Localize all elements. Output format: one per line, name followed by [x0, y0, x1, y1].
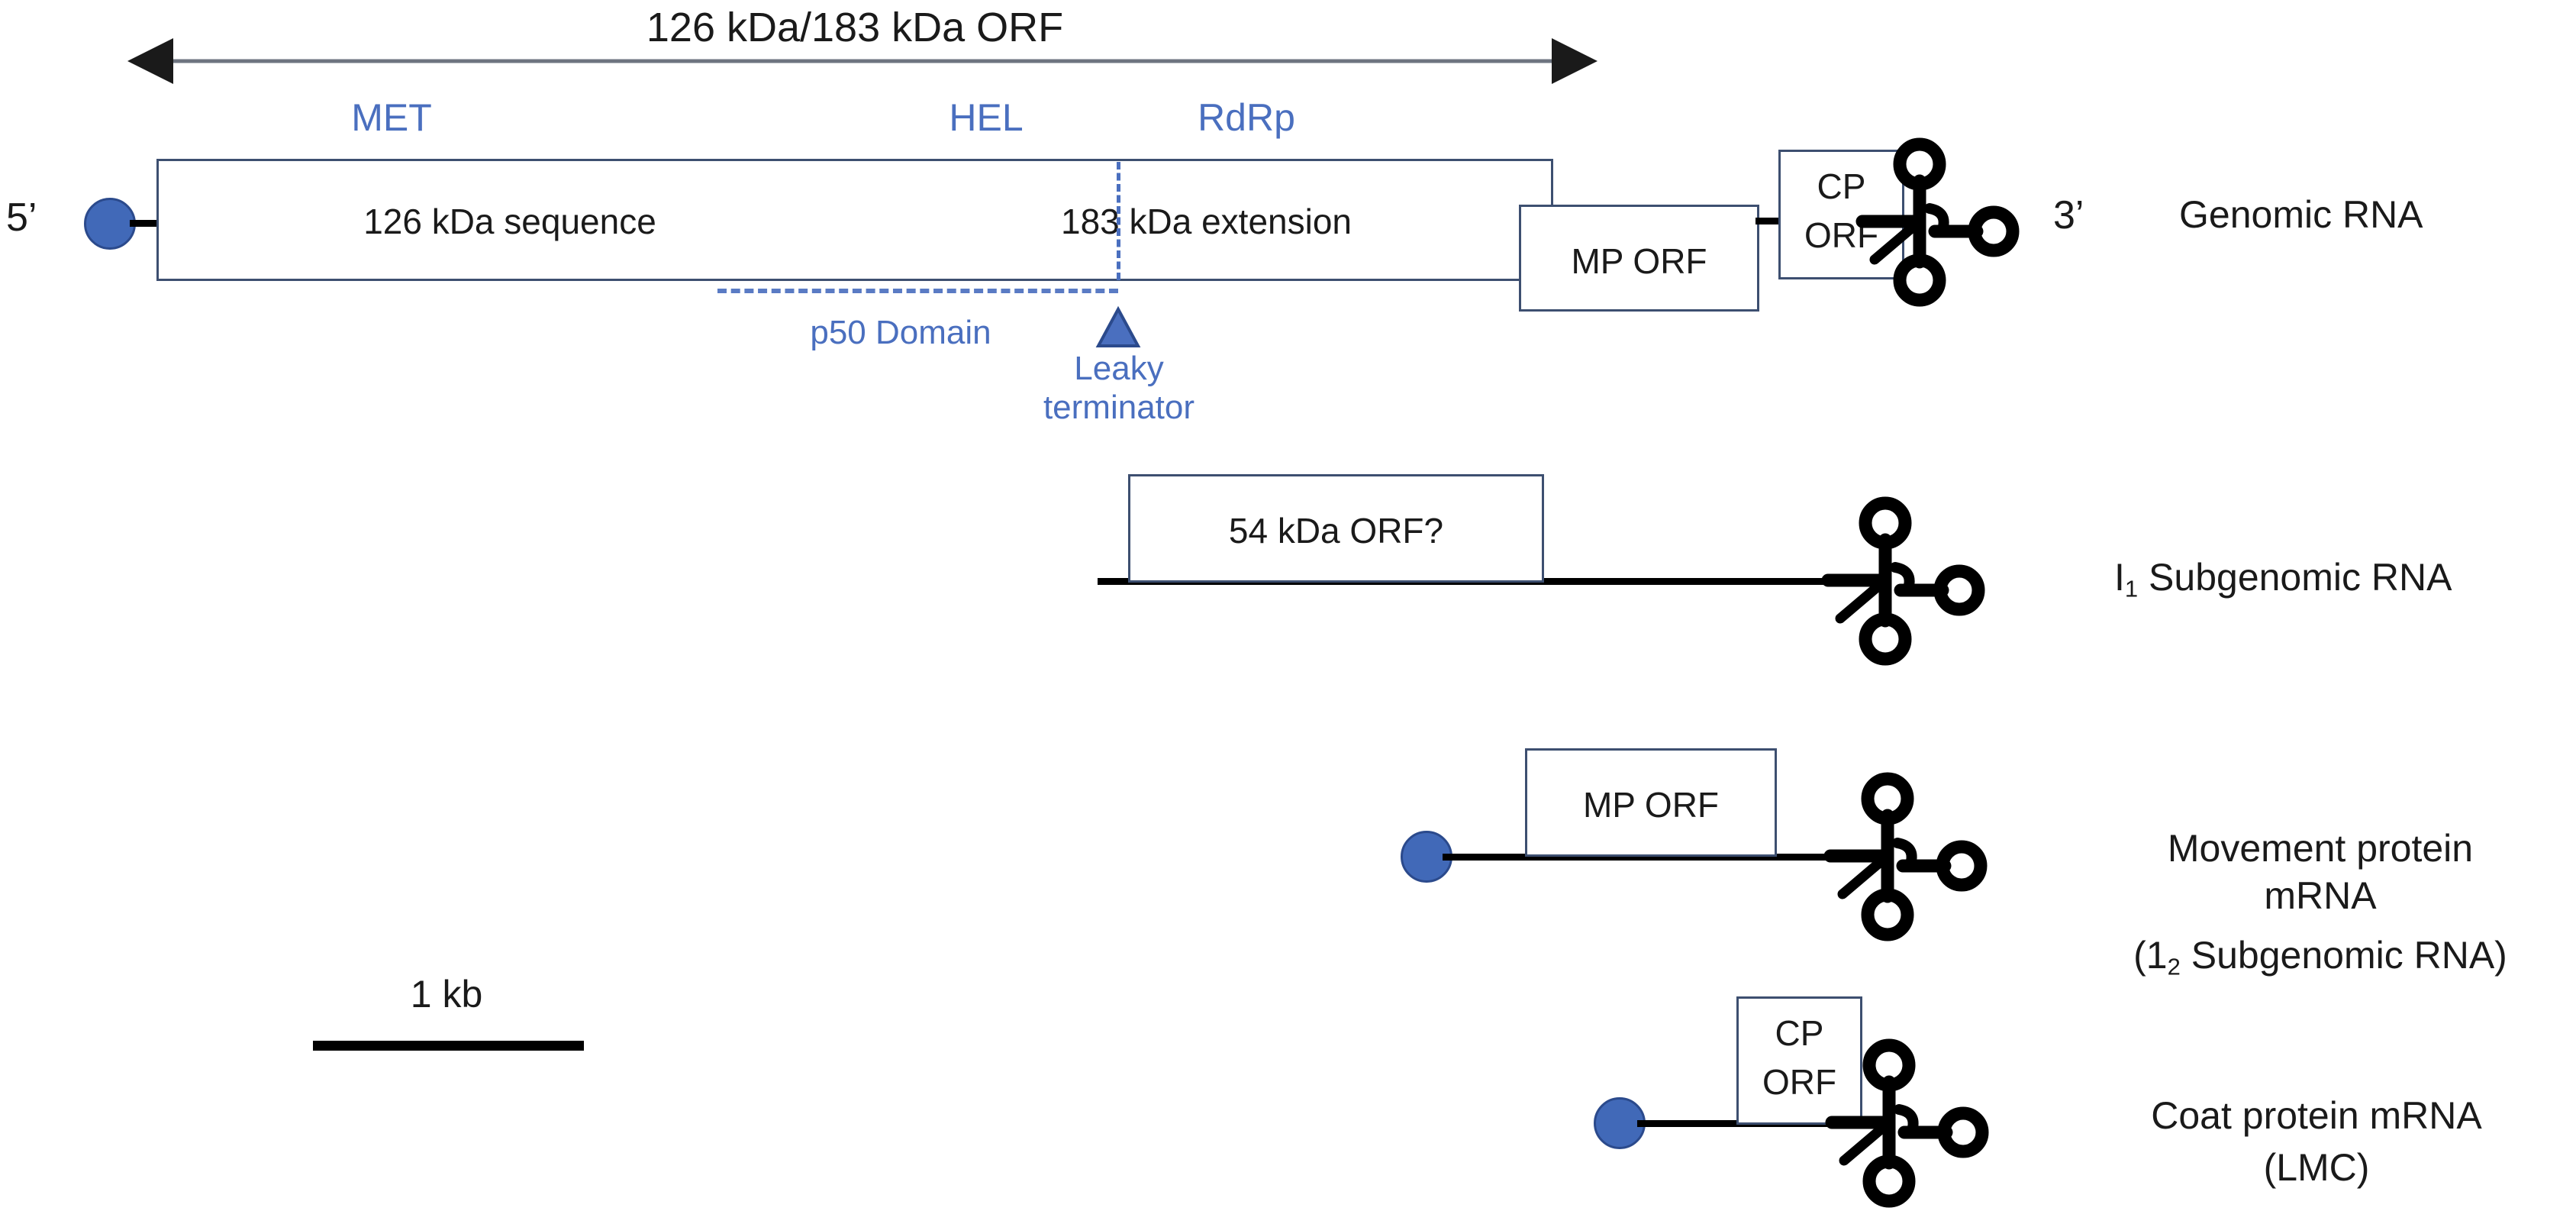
trna-like-structure-mp: [1823, 772, 1988, 941]
scale-bar: [313, 1041, 584, 1051]
scale-bar-label: 1 kb: [410, 973, 483, 1016]
p50-domain-label: p50 Domain: [810, 314, 991, 351]
cap-structure-icon-genomic: [84, 198, 136, 250]
row-label-mp-mrna-line1: Movement protein: [2167, 827, 2474, 870]
domain-label-rdrp: RdRp: [1198, 96, 1295, 139]
orf-label-mp-mrna: MP ORF: [1582, 785, 1720, 825]
row-label-mp-line3-post: Subgenomic RNA): [2180, 934, 2507, 977]
row-label-mp-mrna-line3: (12 Subgenomic RNA): [2133, 933, 2507, 981]
row-label-cp-mrna-line2: (LMC): [2263, 1146, 2370, 1189]
orf-span-arrow: [127, 38, 1598, 84]
trna-like-structure-genomic: [1855, 137, 2020, 307]
trna-like-structure-cp: [1825, 1038, 1989, 1208]
row-label-i1-subgenomic: I1 Subgenomic RNA: [2114, 555, 2452, 603]
row-label-mp-line3-pre: (1: [2133, 934, 2168, 977]
leaky-terminator-triangle-icon: [1095, 305, 1141, 347]
orf-label-cp-mrna-line2: ORF: [1762, 1062, 1837, 1102]
row-label-i1-pre: I: [2114, 556, 2125, 599]
orf-label-126kda: 126 kDa sequence: [363, 202, 656, 241]
orf-box-mp-mrna: MP ORF: [1525, 748, 1777, 857]
p50-domain-bracket: [717, 289, 1118, 293]
orf-box-mp-genomic: MP ORF: [1519, 205, 1759, 312]
orf-label-183kda: 183 kDa extension: [1060, 202, 1352, 241]
orf-box-54kda: 54 kDa ORF?: [1128, 474, 1544, 583]
row-label-i1-post: Subgenomic RNA: [2138, 556, 2452, 599]
leaky-terminator-label-line2: terminator: [1043, 389, 1195, 426]
row-label-mp-line3-subscript: 2: [2167, 953, 2181, 980]
three-prime-label: 3’: [2053, 193, 2084, 237]
readthrough-stop-divider: [1117, 162, 1120, 280]
orf-label-54kda: 54 kDa ORF?: [1228, 511, 1444, 551]
cap-linker-genomic: [130, 220, 168, 227]
orf-label-cp-genomic-line1: CP: [1817, 166, 1866, 206]
orf-span-title: 126 kDa/183 kDa ORF: [646, 5, 1064, 50]
row-label-cp-mrna-line1: Coat protein mRNA: [2151, 1094, 2482, 1137]
row-label-mp-mrna-line2: mRNA: [2264, 874, 2377, 917]
leaky-terminator-label-line1: Leaky: [1074, 350, 1164, 387]
row-label-i1-subscript: 1: [2124, 575, 2139, 602]
five-prime-label: 5’: [6, 195, 37, 240]
rna-backbone-mp: [1443, 854, 1885, 861]
domain-label-met: MET: [351, 96, 432, 139]
rna-link-mp-to-cp-genomic: [1755, 218, 1790, 224]
orf-box-cp-mrna: CP ORF: [1736, 996, 1862, 1125]
orf-box-replicase: 126 kDa sequence 183 kDa extension: [156, 159, 1553, 281]
row-label-genomic-rna: Genomic RNA: [2179, 193, 2423, 236]
orf-label-cp-mrna-line1: CP: [1775, 1013, 1824, 1053]
orf-label-mp-genomic: MP ORF: [1571, 241, 1707, 281]
trna-like-structure-i1: [1821, 496, 1985, 666]
domain-label-hel: HEL: [949, 96, 1024, 139]
